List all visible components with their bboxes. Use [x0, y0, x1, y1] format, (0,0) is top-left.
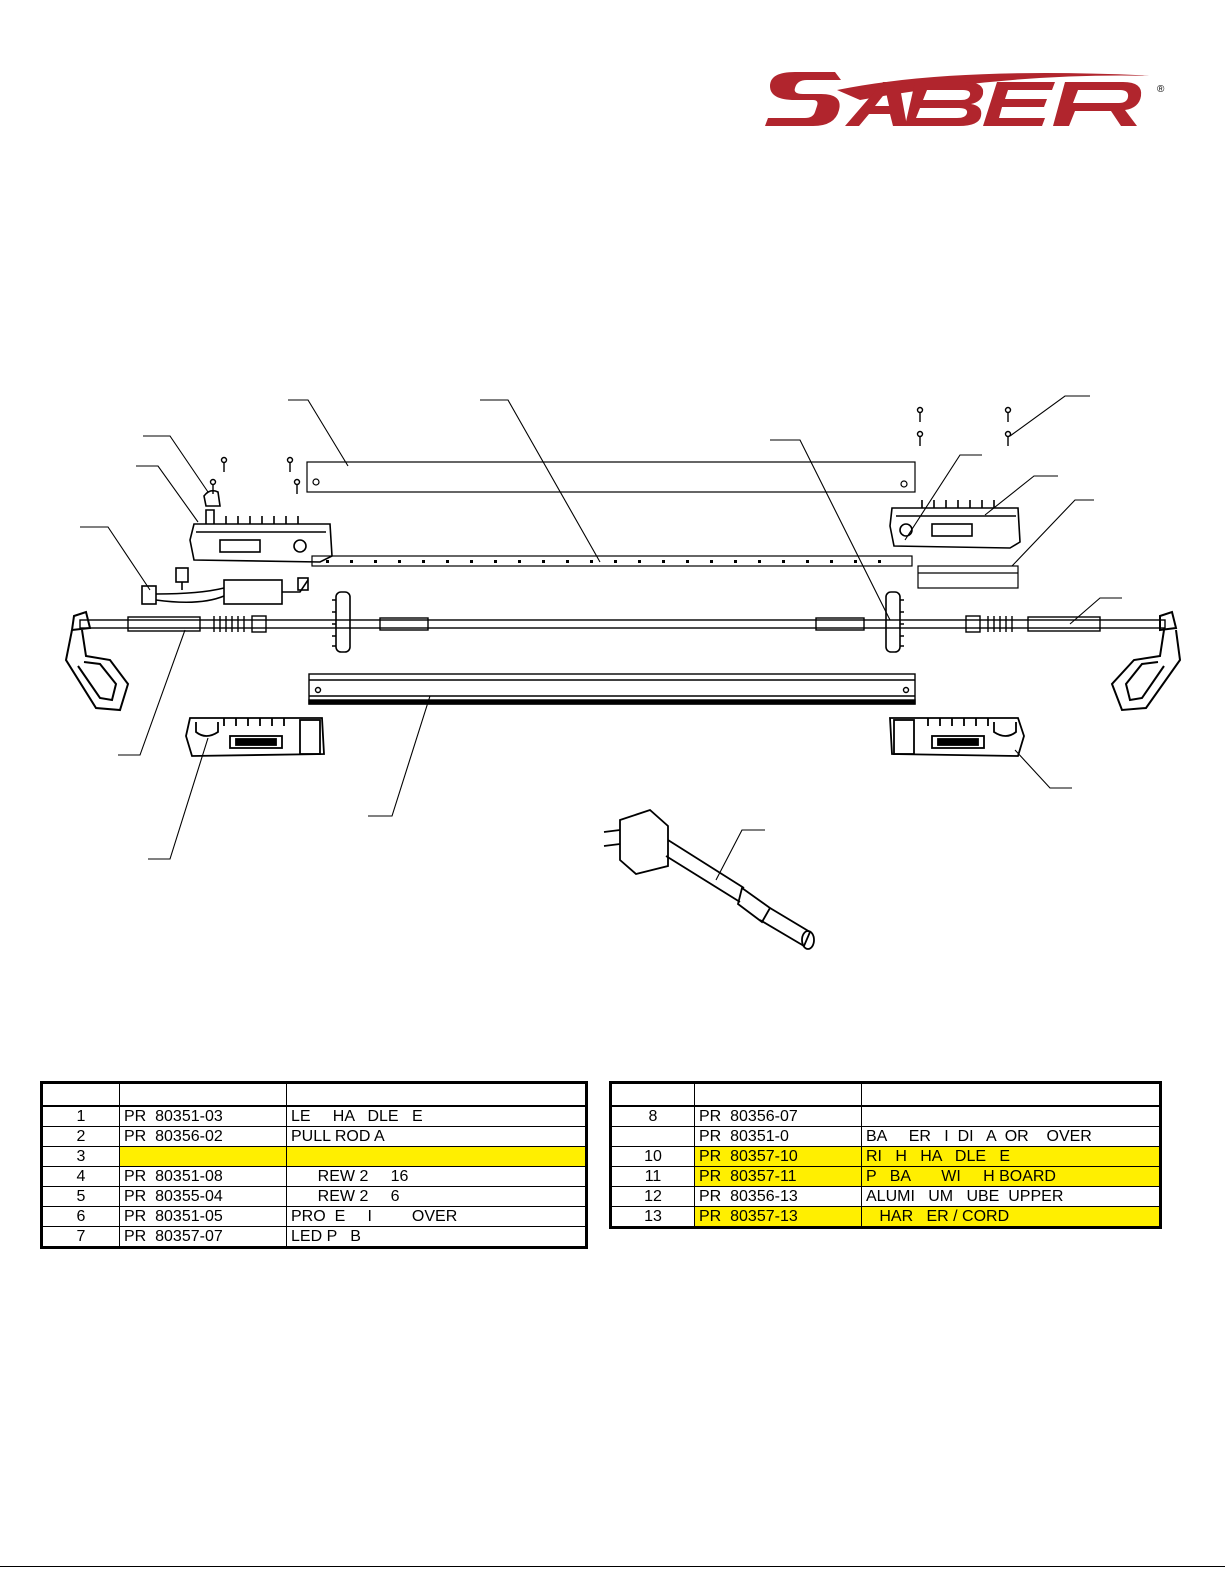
part-description: HAR ER / CORD: [861, 1206, 1160, 1227]
part-description: LE HA DLE E: [286, 1105, 586, 1127]
part-number: [119, 1146, 287, 1167]
gear-knobs: [332, 591, 904, 653]
part-description: REW 2 6: [286, 1186, 586, 1207]
item-number: 12: [611, 1186, 695, 1207]
part-number: PR 80351-08: [119, 1166, 287, 1187]
part-description: RI H HA DLE E: [861, 1146, 1160, 1167]
part-number: PR 80351-03: [119, 1105, 287, 1127]
plate-hole-right: [900, 480, 908, 488]
header-item: [42, 1083, 120, 1107]
part-description: [286, 1146, 586, 1167]
charger-cord: [603, 808, 815, 950]
item-number: 13: [611, 1206, 695, 1227]
header-item: [611, 1083, 695, 1107]
part-description: REW 2 16: [286, 1166, 586, 1187]
part-number: PR 80351-0: [694, 1126, 862, 1147]
plate-hole-left: [312, 478, 320, 486]
saber-logo-mark: [765, 72, 1157, 126]
pull-rod-assembly: [79, 615, 1166, 633]
part-description: BA ER I DI A OR OVER: [861, 1126, 1160, 1147]
item-number: 8: [611, 1105, 695, 1127]
right-housing-upper: [889, 500, 1021, 549]
parts-table-left: 1 PR 80351-03 LE HA DLE E 2 PR 80356-02 …: [40, 1081, 588, 1249]
exploded-parts-diagram: [64, 395, 1182, 950]
left-handle-housing-lower: [185, 717, 325, 757]
item-number: 2: [42, 1126, 120, 1147]
table-row: 11 PR 80357-11 P BA WI H BOARD: [611, 1166, 1160, 1187]
table-row: 7 PR 80357-07 LED P B: [42, 1226, 586, 1247]
item-number: 5: [42, 1186, 120, 1207]
header-description: [861, 1083, 1160, 1107]
item-number: 7: [42, 1226, 120, 1247]
item-number: 3: [42, 1146, 120, 1167]
item-number: 11: [611, 1166, 695, 1187]
item-number: [611, 1126, 695, 1147]
part-number: PR 80357-13: [694, 1206, 862, 1227]
table-row: 10 PR 80357-10 RI H HA DLE E: [611, 1146, 1160, 1167]
header-part-number: [694, 1083, 862, 1107]
table-row: 13 PR 80357-13 HAR ER / CORD: [611, 1206, 1160, 1227]
leader-lines: [80, 395, 1122, 881]
header-part-number: [119, 1083, 287, 1107]
part-number: PR 80355-04: [119, 1186, 287, 1207]
switch-cap-left: [203, 489, 221, 507]
table-header-row: [42, 1083, 586, 1107]
part-description: PRO E I OVER: [286, 1206, 586, 1227]
part-description: PULL ROD A: [286, 1126, 586, 1147]
table-row: 5 PR 80355-04 REW 2 6: [42, 1186, 586, 1207]
left-handle: [64, 610, 130, 712]
part-number: PR 80357-10: [694, 1146, 862, 1167]
table-row: 2 PR 80356-02 PULL ROD A: [42, 1126, 586, 1147]
battery-cover-plate: [306, 461, 916, 493]
item-number: 10: [611, 1146, 695, 1167]
item-number: 4: [42, 1166, 120, 1187]
header-description: [286, 1083, 586, 1107]
wiring-harness: [141, 567, 309, 605]
table-row: 8 PR 80356-07: [611, 1105, 1160, 1127]
table-row: 12 PR 80356-13 ALUMI UM UBE UPPER: [611, 1186, 1160, 1207]
table-row: 1 PR 80351-03 LE HA DLE E: [42, 1105, 586, 1127]
table-row: 3: [42, 1146, 586, 1167]
table-row: 6 PR 80351-05 PRO E I OVER: [42, 1206, 586, 1227]
table-row: 4 PR 80351-08 REW 2 16: [42, 1166, 586, 1187]
right-handle: [1110, 610, 1182, 712]
part-description: P BA WI H BOARD: [861, 1166, 1160, 1187]
right-handle-housing-lower: [889, 717, 1025, 757]
part-number: PR 80356-07: [694, 1105, 862, 1127]
parts-table-right: 8 PR 80356-07 PR 80351-0 BA ER I DI A OR…: [609, 1081, 1162, 1229]
led-dots: [326, 560, 881, 563]
page-bottom-rule: [0, 1566, 1225, 1567]
aluminium-tube-base: [308, 673, 916, 705]
part-number: PR 80351-05: [119, 1206, 287, 1227]
part-description: ALUMI UM UBE UPPER: [861, 1186, 1160, 1207]
part-number: PR 80356-02: [119, 1126, 287, 1147]
screws: [209, 406, 1012, 494]
item-number: 1: [42, 1105, 120, 1127]
aluminium-tube-upper: [917, 565, 1019, 589]
part-number: PR 80357-11: [694, 1166, 862, 1187]
part-number: PR 80357-07: [119, 1226, 287, 1247]
part-description: LED P B: [286, 1226, 586, 1247]
table-header-row: [611, 1083, 1160, 1107]
saber-logo: ®: [765, 72, 1165, 126]
part-description: [861, 1105, 1160, 1127]
left-housing-upper: [189, 509, 333, 563]
item-number: 6: [42, 1206, 120, 1227]
part-number: PR 80356-13: [694, 1186, 862, 1207]
led-pcb-strip: [311, 555, 913, 567]
registered-mark: ®: [1157, 84, 1165, 95]
table-row: PR 80351-0 BA ER I DI A OR OVER: [611, 1126, 1160, 1147]
